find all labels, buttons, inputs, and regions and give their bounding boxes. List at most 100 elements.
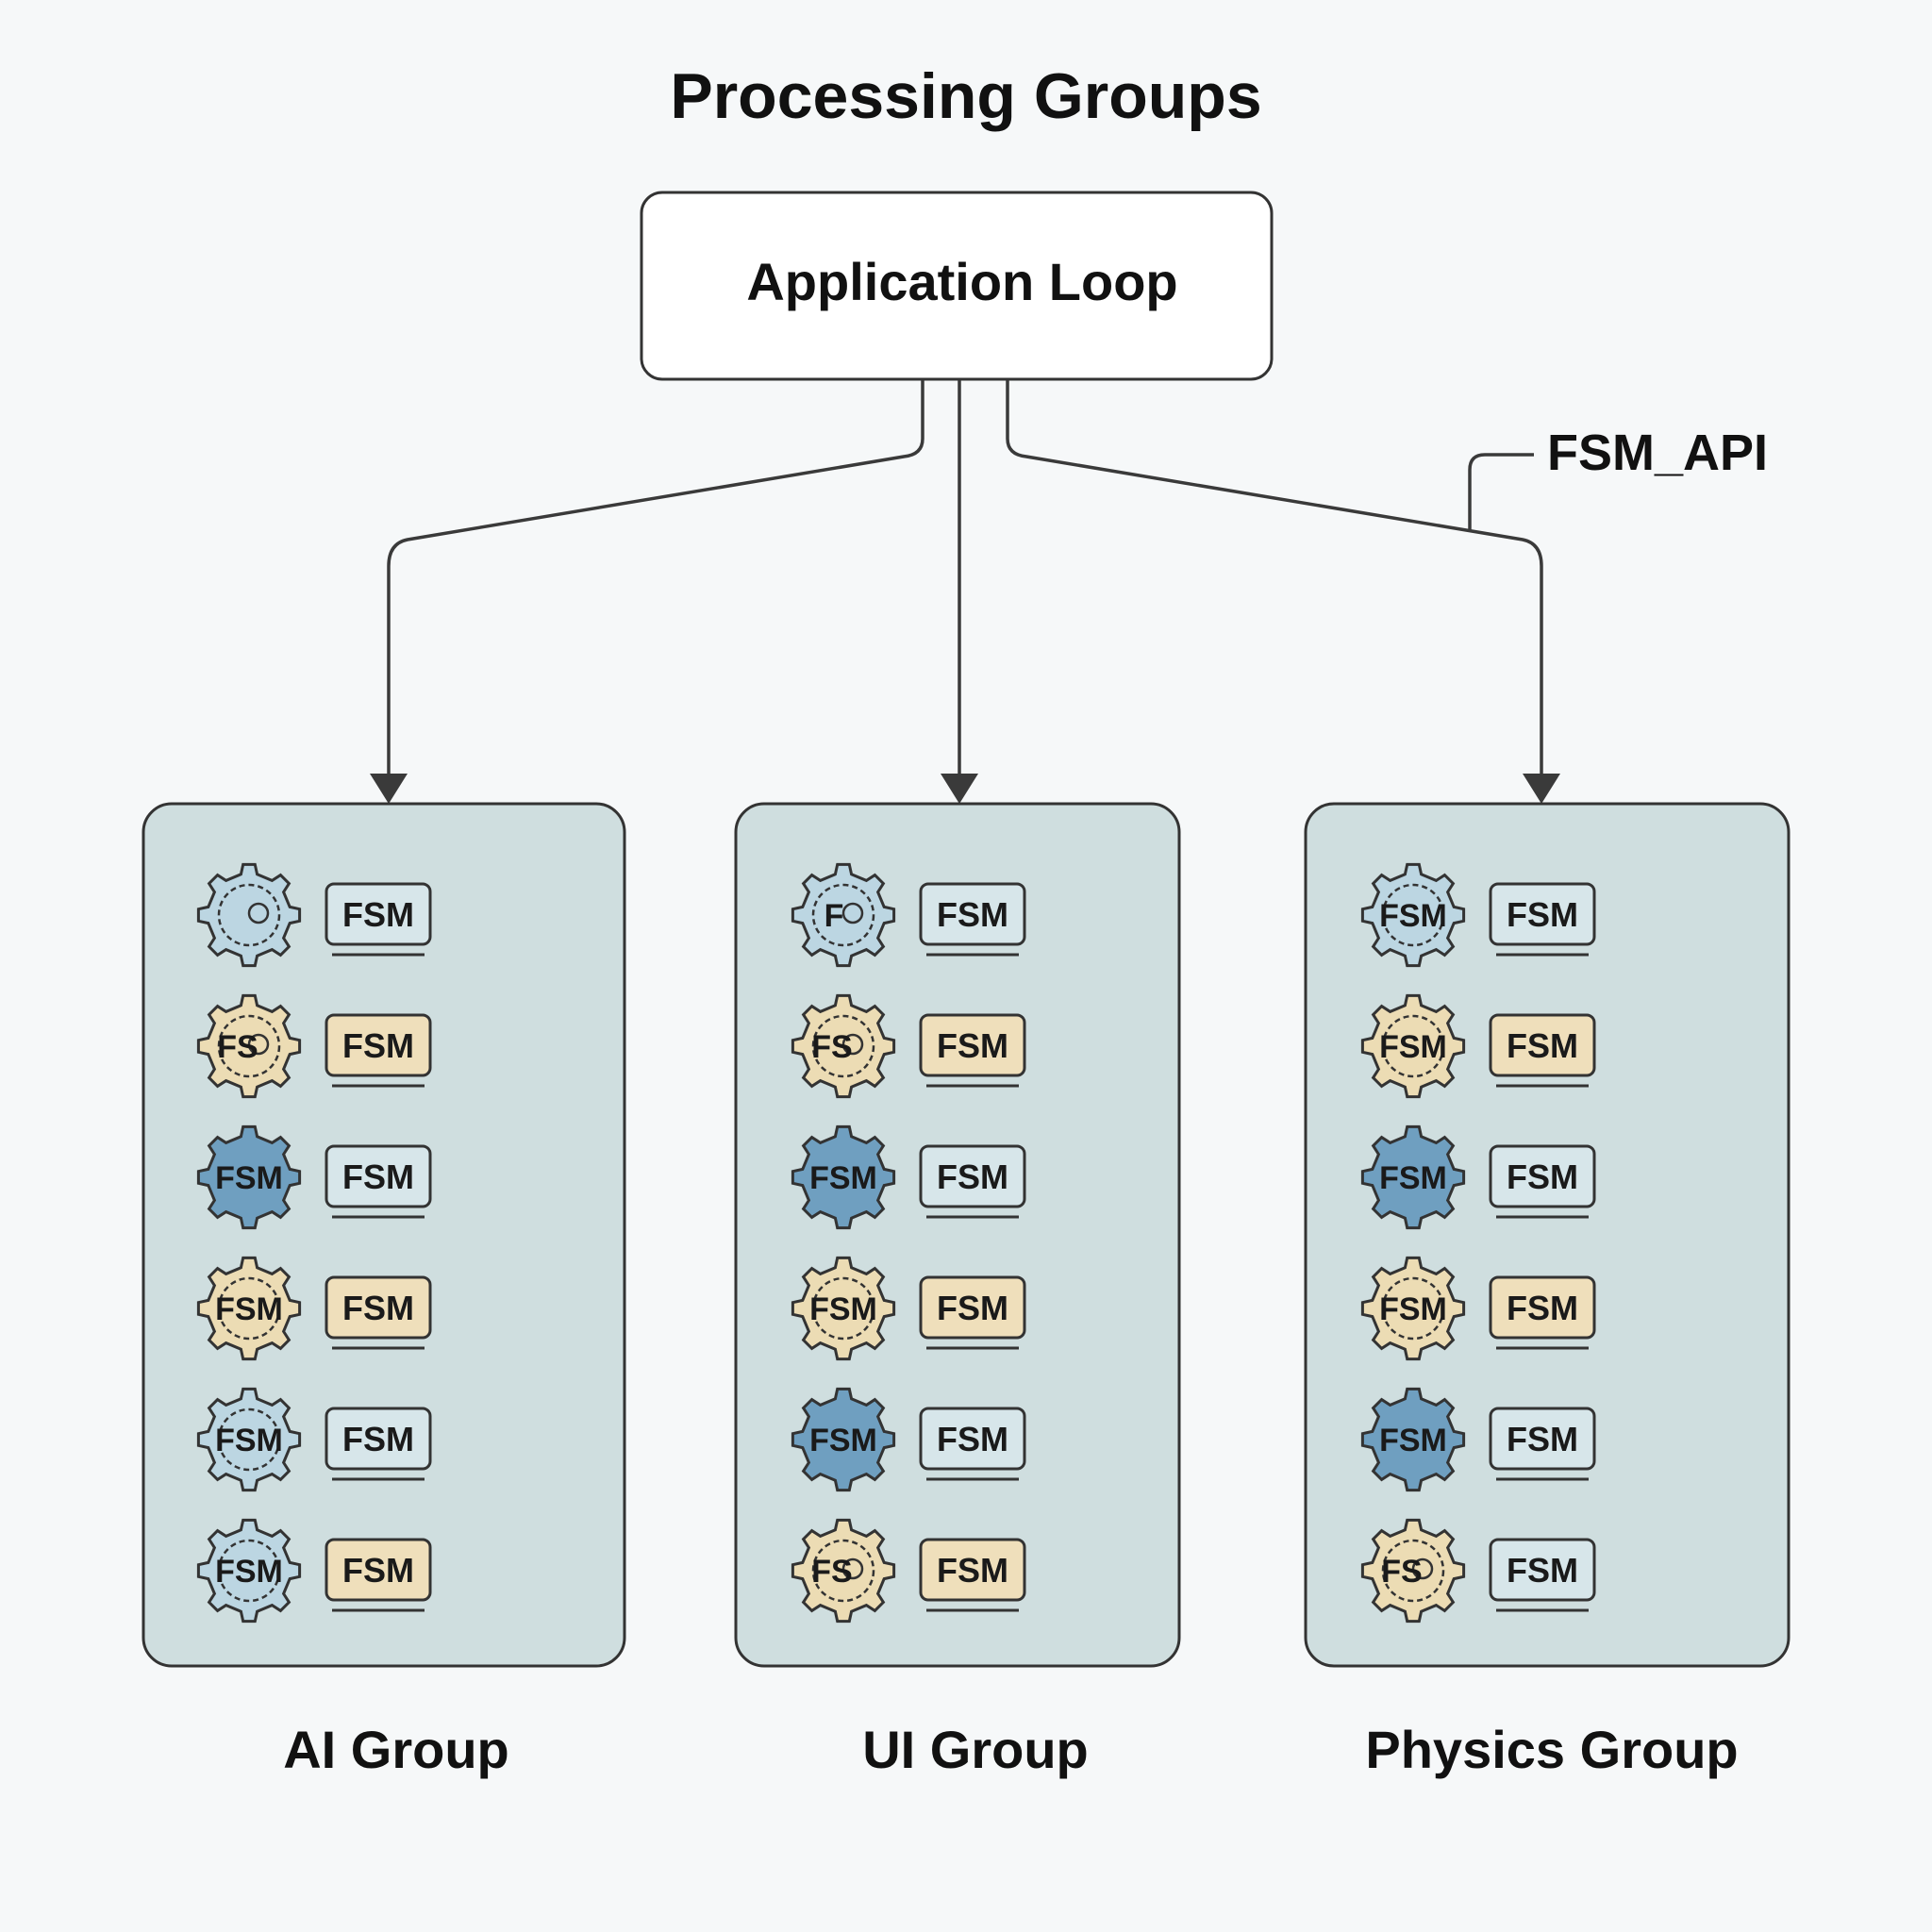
gear-icon: [791, 1124, 896, 1230]
gear-label: FSM: [809, 1160, 877, 1196]
gear-hub: [841, 902, 864, 924]
fsm-box-label: FSM: [342, 1026, 414, 1065]
fsm-box: [919, 1407, 1026, 1471]
fsm-box: [919, 1144, 1026, 1208]
gear-inner-ring: [217, 1276, 281, 1341]
gear-label: FSM: [215, 1291, 283, 1327]
fsm-box: [1489, 1538, 1596, 1602]
ui-group-items: F FSM FS FSM FSM FSM FSM FSM FSM FSM FS FSM: [791, 862, 1026, 1624]
gear-inner-ring: [811, 883, 875, 947]
gear-inner-ring: [217, 883, 281, 947]
gear-icon: [1360, 1124, 1466, 1230]
gear-inner-ring: [217, 1539, 281, 1603]
gear-label: FS: [811, 1554, 852, 1590]
fsm-box-label: FSM: [342, 1551, 414, 1590]
gear-label: FSM: [1379, 1423, 1447, 1458]
fsm-row: F FSM: [791, 862, 1026, 968]
gear-label: FS: [217, 1029, 258, 1065]
gear-icon: [1360, 993, 1466, 1099]
gear-hub: [1411, 1557, 1434, 1580]
arrowhead-ui: [941, 774, 978, 804]
fsm-row: FSM FSM: [791, 1387, 1026, 1492]
connector-physics-group: [1006, 380, 1543, 779]
fsm-row: FS FSM: [791, 993, 1026, 1099]
fsm-box: [325, 1144, 432, 1208]
fsm-box-label: FSM: [1507, 1158, 1578, 1196]
api-callout-line: [1468, 453, 1534, 530]
gear-label: FSM: [809, 1423, 877, 1458]
ui-group-label: UI Group: [862, 1720, 1089, 1779]
fsm-box: [919, 1538, 1026, 1602]
gear-inner-ring: [811, 1276, 875, 1341]
fsm-box: [1489, 882, 1596, 946]
connectors: [370, 380, 1560, 804]
gear-icon: [791, 1387, 896, 1492]
gear-icon: [1360, 862, 1466, 968]
gear-icon: [196, 1256, 302, 1361]
gear-icon: [1360, 1387, 1466, 1492]
fsm-box: [325, 882, 432, 946]
fsm-box-label: FSM: [937, 1026, 1008, 1065]
ai-group-label: AI Group: [283, 1720, 509, 1779]
gear-label: FSM: [215, 1554, 283, 1590]
application-loop-node: Application Loop: [640, 191, 1274, 381]
gear-label: FSM: [215, 1423, 283, 1458]
fsm-box: [325, 1013, 432, 1077]
gear-inner-ring: [217, 1014, 281, 1078]
gear-label: FSM: [1379, 1029, 1447, 1065]
gear-inner-ring: [217, 1407, 281, 1472]
ui-group-panel: F FSM FS FSM FSM FSM FSM FSM FSM FSM FS FSM: [734, 802, 1181, 1668]
fsm-box: [325, 1538, 432, 1602]
fsm-row: FSM FSM: [791, 1256, 1026, 1361]
gear-label: FSM: [809, 1291, 877, 1327]
gear-label: FSM: [215, 1160, 283, 1196]
gear-inner-ring: [1381, 1539, 1445, 1603]
fsm-box-label: FSM: [937, 1158, 1008, 1196]
gear-icon: [196, 1387, 302, 1492]
fsm-row: FSM FSM: [196, 1518, 432, 1624]
fsm-box: [325, 1407, 432, 1471]
fsm-box-label: FSM: [937, 1289, 1008, 1327]
application-loop-label: Application Loop: [746, 252, 1177, 311]
gear-hub: [841, 1033, 864, 1056]
arrowhead-ai: [370, 774, 408, 804]
gear-label: F: [824, 898, 844, 934]
gear-inner-ring: [811, 1539, 875, 1603]
gear-label: FS: [1381, 1554, 1422, 1590]
gear-hub: [841, 1557, 864, 1580]
fsm-box-label: FSM: [937, 895, 1008, 934]
gear-icon: [196, 1124, 302, 1230]
gear-icon: [1360, 1256, 1466, 1361]
fsm-box-label: FSM: [937, 1420, 1008, 1458]
fsm-api-label: FSM_API: [1547, 425, 1768, 481]
fsm-box-label: FSM: [1507, 1551, 1578, 1590]
gear-label: FSM: [1379, 1291, 1447, 1327]
fsm-row: FSM: [196, 862, 432, 968]
gear-hub: [247, 1033, 270, 1056]
gear-inner-ring: [811, 1014, 875, 1078]
fsm-box-label: FSM: [342, 1289, 414, 1327]
gear-label: FSM: [1379, 898, 1447, 934]
gear-label: FSM: [1379, 1160, 1447, 1196]
gear-inner-ring: [1381, 883, 1445, 947]
fsm-box: [1489, 1407, 1596, 1471]
diagram-title: Processing Groups: [670, 60, 1261, 132]
fsm-box: [1489, 1144, 1596, 1208]
fsm-box: [919, 882, 1026, 946]
fsm-row: FSM FSM: [791, 1124, 1026, 1230]
fsm-box-label: FSM: [1507, 1026, 1578, 1065]
fsm-box: [1489, 1013, 1596, 1077]
fsm-row: FS FSM: [791, 1518, 1026, 1624]
fsm-box-label: FSM: [937, 1551, 1008, 1590]
gear-label: FS: [811, 1029, 852, 1065]
fsm-box: [919, 1013, 1026, 1077]
fsm-box: [1489, 1275, 1596, 1340]
